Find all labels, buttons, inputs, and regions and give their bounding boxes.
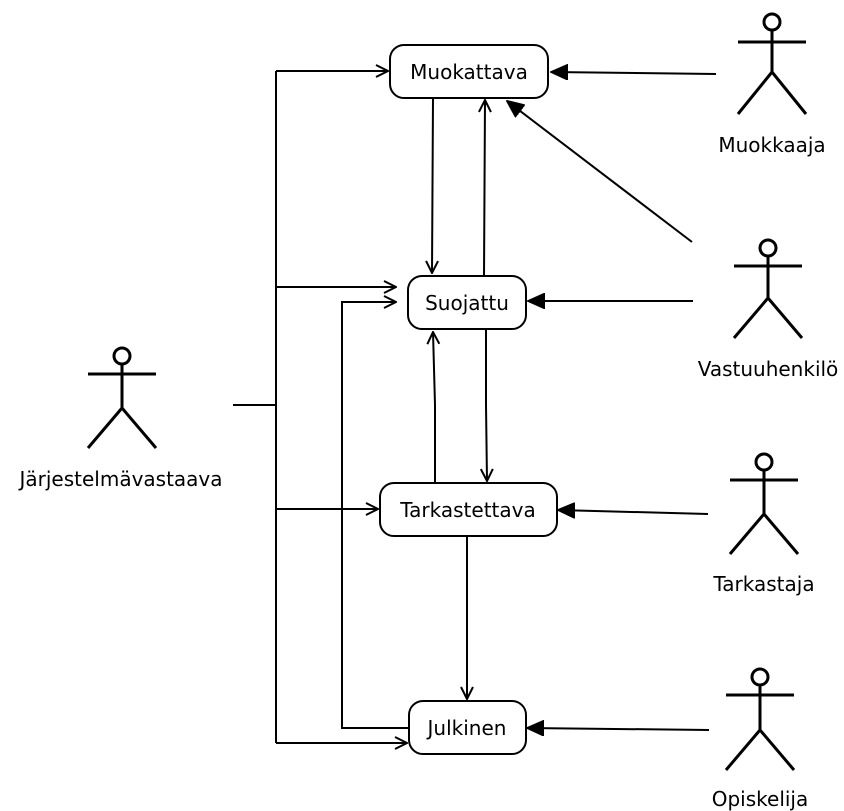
actor-head	[762, 12, 782, 32]
state-box	[379, 482, 558, 537]
actor-body	[86, 364, 158, 449]
actor-body	[724, 685, 796, 771]
transition-julkinen-to-suojattu	[341, 302, 409, 729]
transition-suojattu-to-tarkastettava	[486, 330, 487, 481]
actor-jarjestelmavastaava	[86, 346, 158, 449]
actor-label-jarjestelmavastaava: Järjestelmävastaava	[17, 467, 222, 491]
actor-label-muokkaaja: Muokkaaja	[718, 133, 825, 157]
actor-head	[754, 452, 774, 472]
opiskelija-to-julkinen	[527, 728, 710, 730]
vastuuhenkilo-to-muokattava	[507, 101, 693, 243]
actor-head	[758, 238, 778, 258]
actor-label-opiskelija: Opiskelija	[712, 787, 809, 811]
actor-access-arrows	[507, 72, 717, 730]
transitions	[341, 97, 487, 729]
actor-muokkaaja	[736, 12, 808, 115]
muokkaaja-to-muokattava	[551, 72, 717, 74]
actor-head	[112, 346, 132, 366]
actor-head	[750, 667, 770, 687]
transition-muokattava-to-suojattu	[432, 97, 433, 273]
actor-body	[728, 470, 800, 555]
state-box	[408, 700, 527, 755]
actor-vastuuhenkilo	[732, 238, 804, 339]
state-box	[389, 44, 549, 99]
transition-suojattu-to-muokattava	[484, 100, 485, 277]
actor-label-tarkastaja: Tarkastaja	[712, 572, 814, 596]
state-label: Tarkastettava	[399, 498, 535, 522]
actor-tarkastaja	[728, 452, 800, 555]
actor-label-vastuuhenkilo: Vastuuhenkilö	[698, 357, 839, 381]
actor-opiskelija	[724, 667, 796, 771]
state-box	[407, 275, 527, 330]
state-label: Suojattu	[425, 291, 509, 315]
state-suojattu: Suojattu	[407, 275, 527, 330]
state-label: Julkinen	[426, 716, 507, 740]
state-tarkastettava: Tarkastettava	[379, 482, 558, 537]
state-julkinen: Julkinen	[408, 700, 527, 755]
tarkastaja-to-tarkastettava	[558, 510, 709, 514]
state-muokattava: Muokattava	[389, 44, 549, 99]
actor-body	[732, 256, 804, 339]
state-label: Muokattava	[410, 60, 528, 84]
actor-body	[736, 30, 808, 115]
transition-tarkastettava-to-suojattu	[433, 332, 435, 483]
jarjestelmavastaava-connections	[233, 71, 407, 743]
